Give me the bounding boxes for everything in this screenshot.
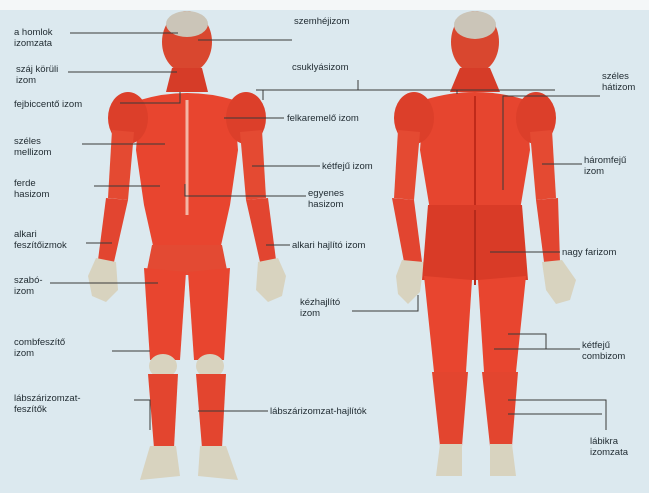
label-homlok: a homlok izomzata [14,27,53,49]
back-upper-arm-right [530,130,556,200]
line-labikra [508,400,606,430]
label-ketfeju-comb: kétfejű combizom [582,340,625,362]
front-hand-left [88,258,118,302]
back-thigh-right [478,276,526,372]
back-upper-arm-left [394,130,420,200]
back-neck [450,68,500,92]
front-upper-arm-right [240,130,266,200]
back-hand-right [542,260,576,304]
label-nagy-far: nagy farizom [562,247,616,258]
label-combfeszito: combfeszítő izom [14,337,65,359]
front-upper-arm-left [108,130,134,200]
label-felkaremelo: felkaremelő izom [287,113,359,124]
back-calf-left [432,372,468,446]
back-forearm-left [392,198,422,262]
label-fejbiccento: fejbiccentő izom [14,99,82,110]
label-ferde-has: ferde hasizom [14,178,49,200]
label-szaj: száj körüli izom [16,64,58,86]
back-thigh-left [424,276,472,372]
label-labszar-hajl: lábszárizomzat-hajlítók [270,406,367,417]
front-forearm-left [98,198,128,262]
label-csuklya: csuklyásizom [292,62,349,73]
line-labszar-fesz [134,400,150,430]
front-hand-right [256,258,286,302]
label-szemhej: szemhéjizom [294,16,349,27]
label-szeles-mell: széles mellizom [14,136,51,158]
back-head-top [454,11,496,39]
back-foot-left [436,444,462,476]
back-foot-right [490,444,516,476]
front-shin-left [148,374,178,448]
label-ketfeju: kétfejű izom [322,161,373,172]
front-thigh-left [144,268,186,360]
label-haromfeju: háromfejű izom [584,155,626,177]
label-szabo: szabó- izom [14,275,43,297]
label-labszar-fesz: lábszárizomzat- feszítők [14,393,81,415]
label-labikra: lábikra izomzata [590,436,628,458]
label-egyenes-has: egyenes hasizom [308,188,344,210]
back-calf-right [482,372,518,446]
front-foot-left [140,446,180,480]
front-forearm-right [246,198,276,262]
label-alkari-hajl: alkari hajlító izom [292,240,365,251]
back-figure [392,11,576,476]
label-alkari-fesz: alkari feszítőizmok [14,229,67,251]
back-hand-left [396,260,424,304]
front-figure [88,11,286,480]
front-thigh-right [188,268,230,360]
label-szeles-hat: széles hátizom [602,71,635,93]
front-foot-right [198,446,238,480]
label-kezhajlito: kézhajlító izom [300,297,340,319]
